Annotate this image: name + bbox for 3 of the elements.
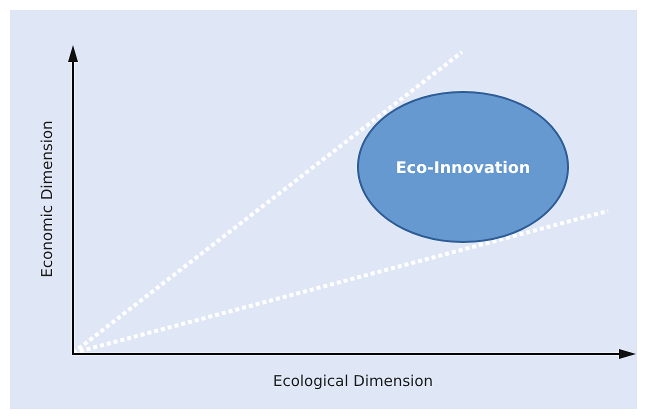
ellipse-label: Eco-Innovation [396,158,530,176]
axis-title: Ecological Dimension [272,372,434,390]
axis-title: Economic Dimension [38,119,56,280]
